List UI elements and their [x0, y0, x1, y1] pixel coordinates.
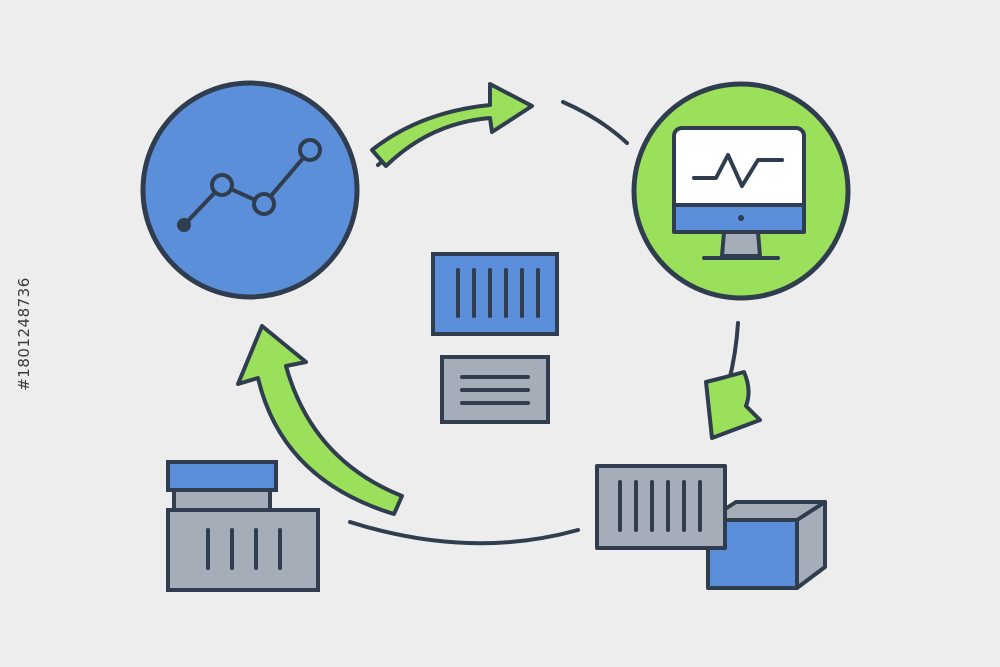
center-container-card — [431, 252, 559, 336]
shipping-container-icon — [595, 464, 727, 550]
line-chart-icon — [177, 138, 322, 232]
arrow-right-green — [704, 370, 762, 440]
analytics-node — [140, 80, 360, 300]
storage-node — [166, 460, 320, 592]
monitor-pulse-icon — [672, 126, 806, 260]
container-stack-node — [595, 464, 827, 590]
container-with-lid-icon — [206, 528, 282, 570]
center-document-card — [440, 355, 550, 424]
stock-image-id: #1801248736 — [15, 277, 33, 391]
arrow-left-green — [236, 324, 404, 516]
connector-bottom — [348, 520, 580, 546]
monitor-node — [631, 81, 851, 301]
connector-top-right — [561, 100, 629, 145]
arrow-top-green — [370, 82, 534, 168]
